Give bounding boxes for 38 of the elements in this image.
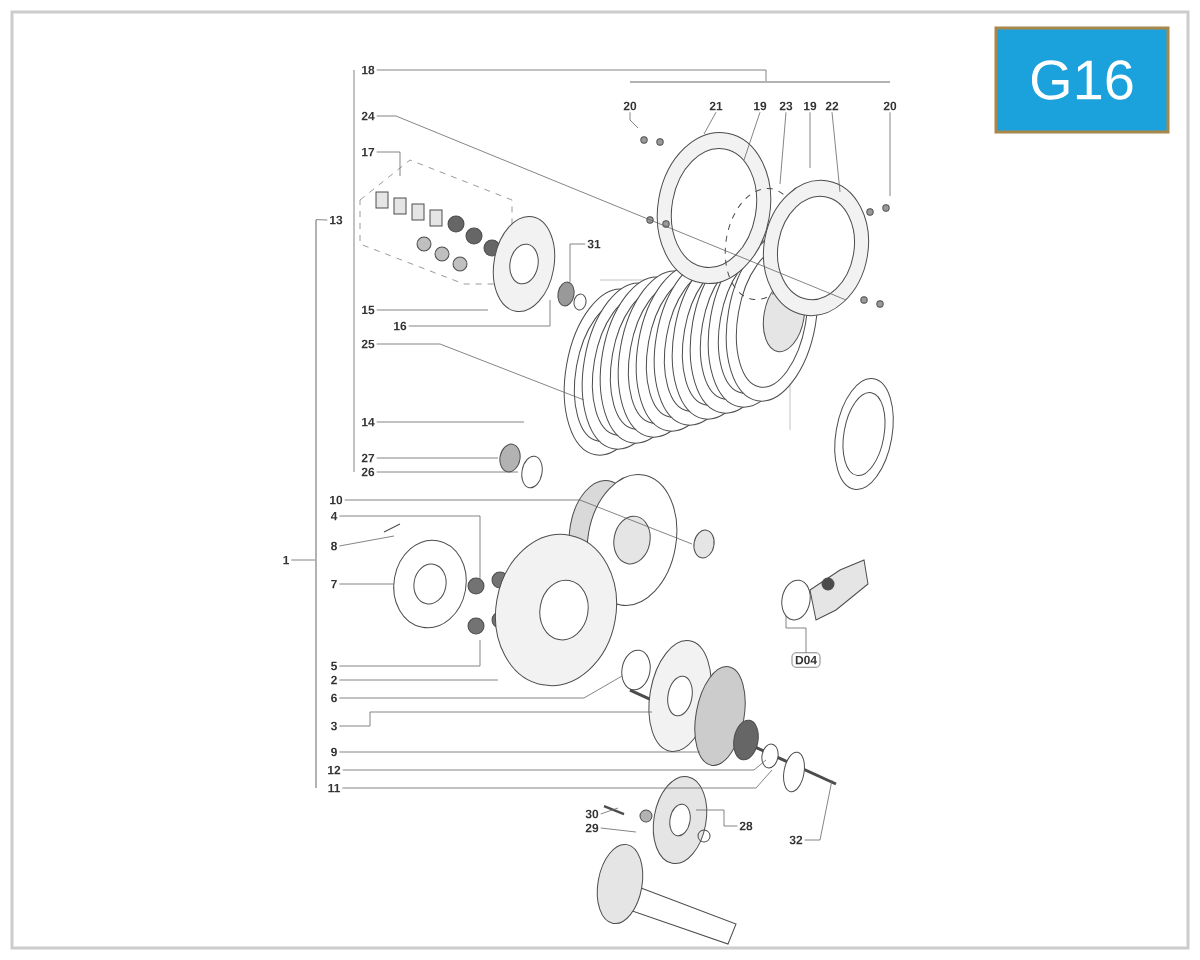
leader-line [338,583,395,585]
leader-line [376,471,519,473]
leader-line [338,679,499,681]
leader-line [695,809,738,827]
leader-line [703,111,717,135]
leader-line [376,421,525,423]
section-badge: G16 [994,26,1170,134]
leader-line [804,779,833,841]
leader-line [315,219,328,221]
leader-line [785,615,807,653]
leader-line [376,69,767,82]
leader-line [338,535,395,547]
leader-line [338,751,701,753]
leader-line [600,807,619,815]
leader-line [338,515,481,581]
leader-line [376,309,489,311]
leader-line [344,499,693,545]
leader-line [831,111,841,193]
leader-line [338,639,481,667]
leader-line [338,711,653,727]
leader-line [290,559,316,561]
leader-line [376,115,847,301]
leader-line [779,111,787,185]
leader-line [889,111,891,197]
bracket-line [630,81,890,83]
leader-line [342,759,767,771]
leader-line [743,111,761,161]
leader-line [629,111,639,129]
leader-line [341,769,773,789]
leader-line [376,151,401,177]
leader-line [809,111,811,169]
leader-line [376,343,585,401]
leader-line [600,827,637,833]
leader-line [408,299,551,327]
bracket-line [315,220,317,788]
leader-line [569,243,586,283]
leader-line [376,457,499,459]
leader-line [338,675,623,699]
